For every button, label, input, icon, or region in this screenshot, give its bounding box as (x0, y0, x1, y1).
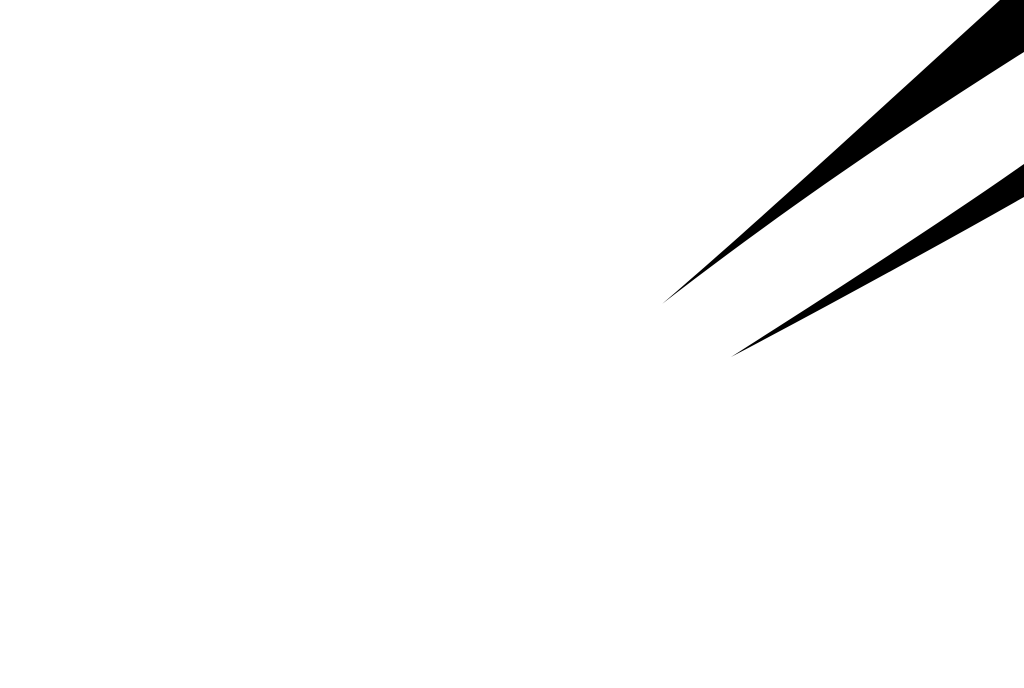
lower-spike-shape (731, 164, 1024, 357)
upper-spike-shape (662, 0, 1024, 304)
